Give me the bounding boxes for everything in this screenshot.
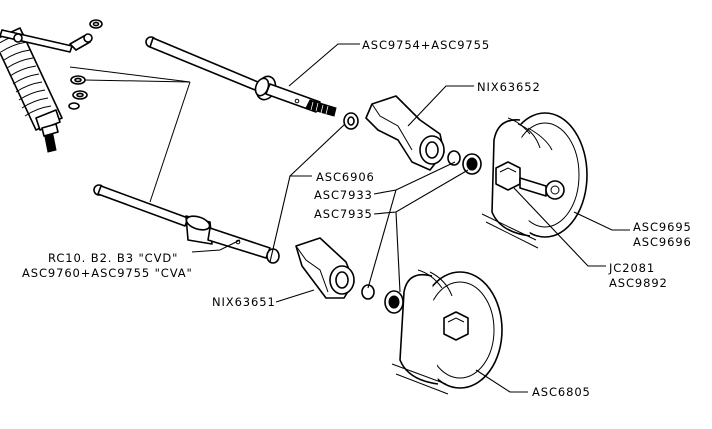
label-asc6805: ASC6805 (532, 385, 591, 399)
lower-hub-carrier (295, 237, 404, 314)
label-asc9696: ASC9696 (633, 235, 692, 249)
label-nix63651: NIX63651 (212, 295, 276, 309)
shock-absorber (0, 27, 93, 153)
label-cvd: RC10. B2. B3 "CVD" (48, 251, 178, 265)
lower-wheel (391, 269, 503, 395)
lower-driveshaft (93, 184, 280, 264)
upper-wheel (481, 112, 588, 249)
label-asc9754-asc9755: ASC9754+ASC9755 (362, 38, 490, 52)
label-asc6906: ASC6906 (316, 170, 375, 184)
label-cva: ASC9760+ASC9755 "CVA" (22, 266, 193, 280)
small-hardware (68, 19, 103, 110)
upper-hub-carrier (343, 95, 482, 175)
reference-lines (69, 66, 191, 203)
upper-driveshaft (145, 36, 337, 117)
label-asc9695: ASC9695 (633, 220, 692, 234)
label-nix63652: NIX63652 (477, 80, 541, 94)
leader-lines (191, 43, 630, 393)
label-asc9892: ASC9892 (609, 276, 668, 290)
label-asc7935: ASC7935 (314, 207, 373, 221)
label-jc2081: JC2081 (608, 261, 655, 275)
part-labels: ASC9754+ASC9755 NIX63652 ASC6906 ASC7933… (22, 38, 692, 399)
label-asc7933: ASC7933 (314, 188, 373, 202)
